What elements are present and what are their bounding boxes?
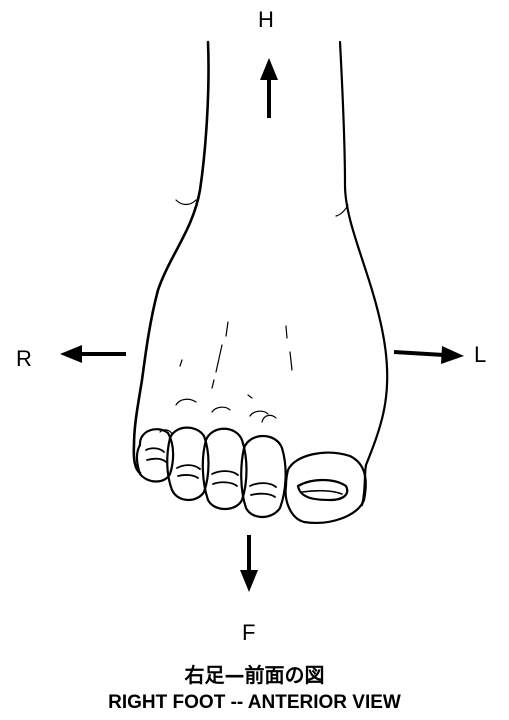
right-direction-label: R [16,348,32,370]
arrow-left-icon [60,345,126,363]
foot-interior-lines [160,200,348,434]
caption-japanese: 右足—前面の図 [0,664,509,686]
toes [137,428,366,523]
head-direction-label: H [258,9,274,31]
arrow-right-icon [394,346,464,364]
foot-direction-label: F [242,622,255,644]
arrow-up-icon [260,58,278,118]
arrow-down-icon [240,535,258,592]
caption-english: RIGHT FOOT -- ANTERIOR VIEW [0,692,509,714]
left-direction-label: L [474,344,486,366]
toe-2 [241,436,285,517]
